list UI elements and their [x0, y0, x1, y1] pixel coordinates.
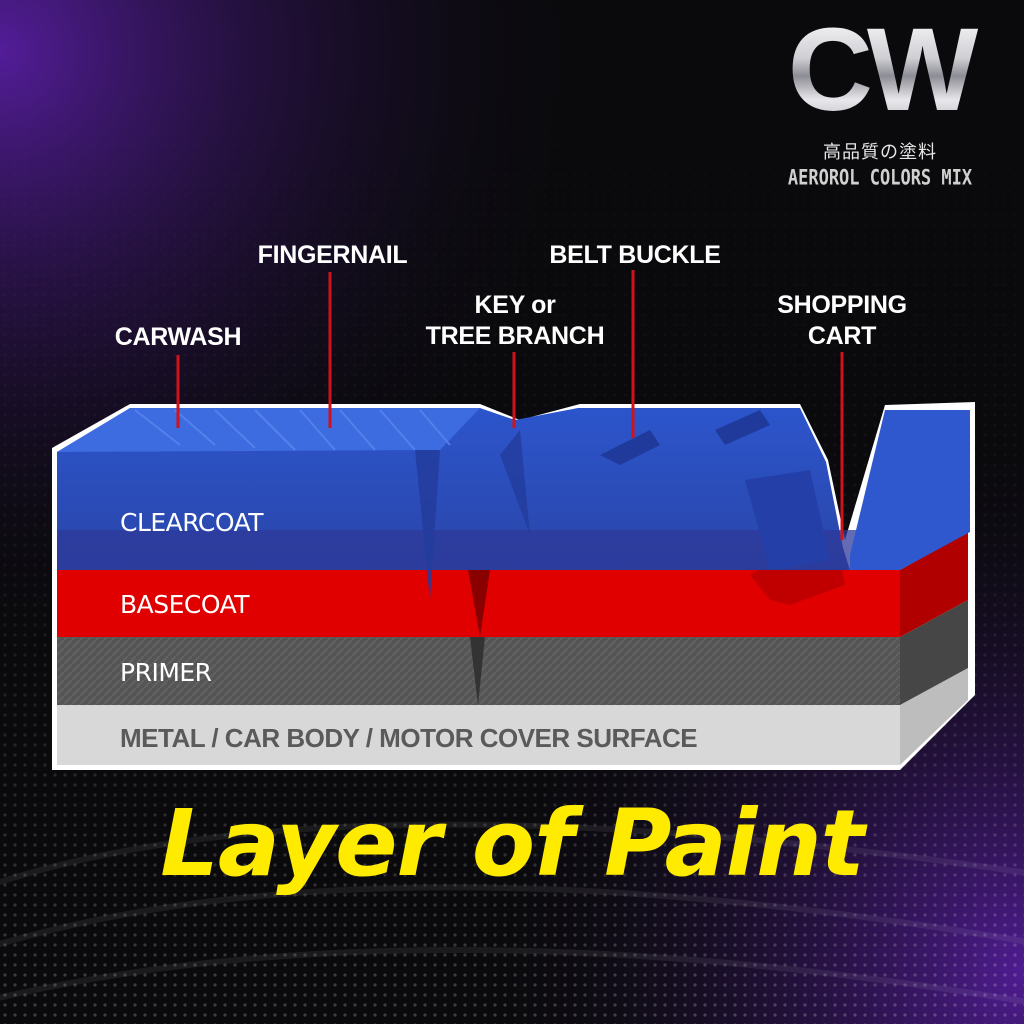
page-title: Layer of Paint — [160, 790, 865, 897]
callout-carwash: CARWASH — [114, 323, 242, 351]
primer-label: PRIMER — [120, 658, 212, 687]
primer-layer — [57, 600, 968, 705]
callout-belt-buckle: BELT BUCKLE — [549, 241, 721, 269]
basecoat-label: BASECOAT — [120, 590, 250, 619]
clearcoat-label: CLEARCOAT — [120, 508, 264, 537]
callout-shopping-cart: SHOPPING CART — [777, 291, 907, 350]
callout-fingernail: FINGERNAIL — [257, 241, 408, 269]
logo-subtitle: AEROROL COLORS MIX — [787, 165, 973, 191]
logo-mark: CW — [760, 10, 1000, 130]
metal-layer — [57, 668, 968, 765]
clearcoat-layer — [57, 408, 970, 600]
metal-label: METAL / CAR BODY / MOTOR COVER SURFACE — [120, 723, 698, 753]
callout-key: KEY or TREE BRANCH — [425, 291, 605, 350]
callout-lines — [176, 270, 844, 540]
brand-logo: CW 高品質の塗料 AEROROL COLORS MIX — [760, 10, 1000, 195]
logo-japanese-text: 高品質の塗料 — [823, 142, 937, 163]
